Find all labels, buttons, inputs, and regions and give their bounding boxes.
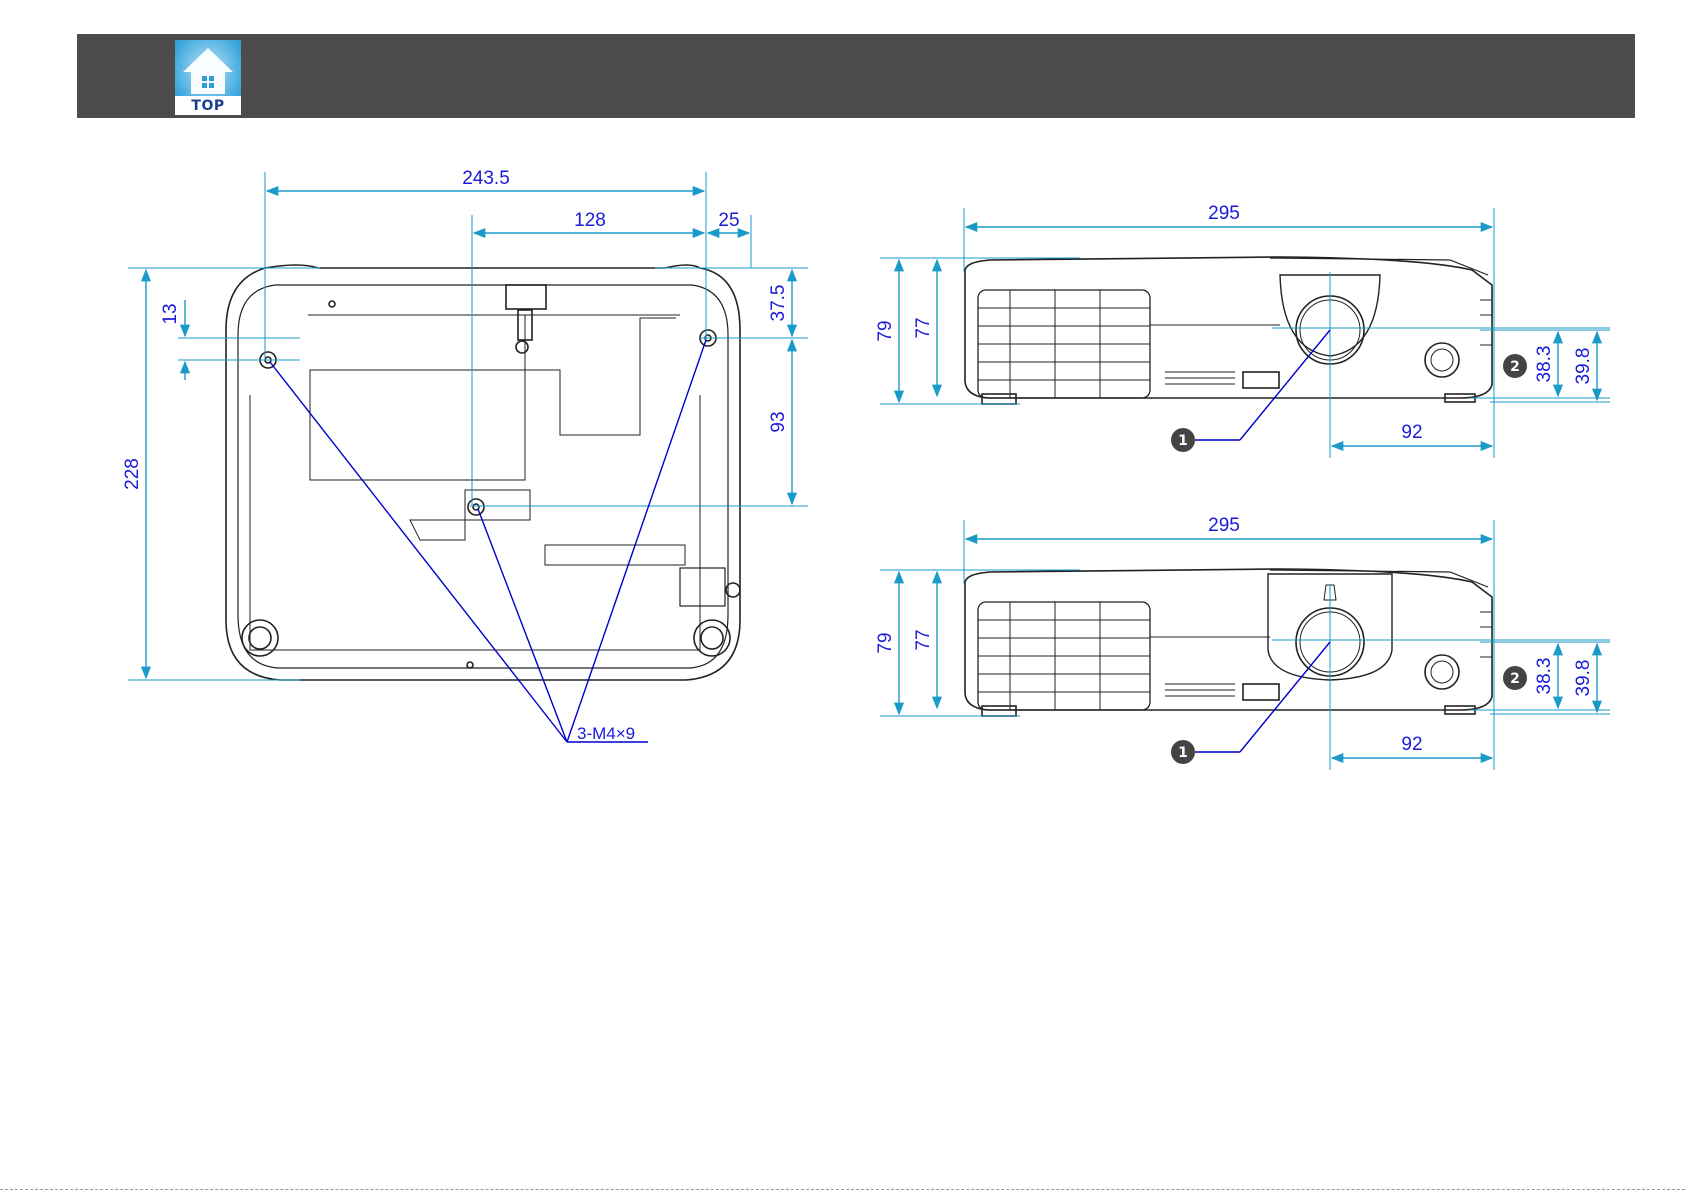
dim-front2-lens-offset: 92 [1401, 734, 1422, 755]
svg-text:2: 2 [1510, 359, 1520, 375]
dim-front2-lens-height-2: 39.8 [1573, 660, 1594, 697]
dim-front1-width: 295 [1208, 203, 1240, 224]
dim-bottom-width-inner: 128 [574, 210, 606, 231]
callout-1-front-view-2: 1 [1171, 740, 1195, 764]
dim-front2-height-total: 79 [875, 632, 896, 653]
projector-front-view-1 [965, 257, 1492, 404]
dim-front1-lens-height-2: 39.8 [1573, 348, 1594, 385]
dim-front1-height-total: 79 [875, 320, 896, 341]
dim-bottom-height-small: 13 [160, 303, 181, 324]
dim-bottom-height-mid: 93 [768, 411, 789, 432]
dim-bottom-width-total: 243.5 [462, 168, 510, 189]
page-bottom-rule [0, 1189, 1685, 1190]
callout-2-front-view-1: 2 [1503, 354, 1527, 378]
dim-bottom-width-edge: 25 [718, 210, 739, 231]
svg-text:1: 1 [1178, 433, 1188, 449]
callout-2-front-view-2: 2 [1503, 666, 1527, 690]
svg-text:1: 1 [1178, 745, 1188, 761]
dim-front1-lens-height-1: 38.3 [1534, 346, 1555, 383]
dim-bottom-height-top: 37.5 [768, 285, 789, 322]
projector-bottom-view [226, 265, 740, 680]
dim-front2-height-body: 77 [913, 629, 934, 650]
dim-front1-height-body: 77 [913, 317, 934, 338]
dim-front1-lens-offset: 92 [1401, 422, 1422, 443]
dim-front2-width: 295 [1208, 515, 1240, 536]
screw-spec-label: 3-M4×9 [577, 724, 635, 743]
dim-bottom-height-total: 228 [122, 458, 143, 490]
callout-1-front-view-1: 1 [1171, 428, 1195, 452]
projector-front-view-2 [965, 569, 1492, 716]
svg-text:2: 2 [1510, 671, 1520, 687]
dim-front2-lens-height-1: 38.3 [1534, 658, 1555, 695]
